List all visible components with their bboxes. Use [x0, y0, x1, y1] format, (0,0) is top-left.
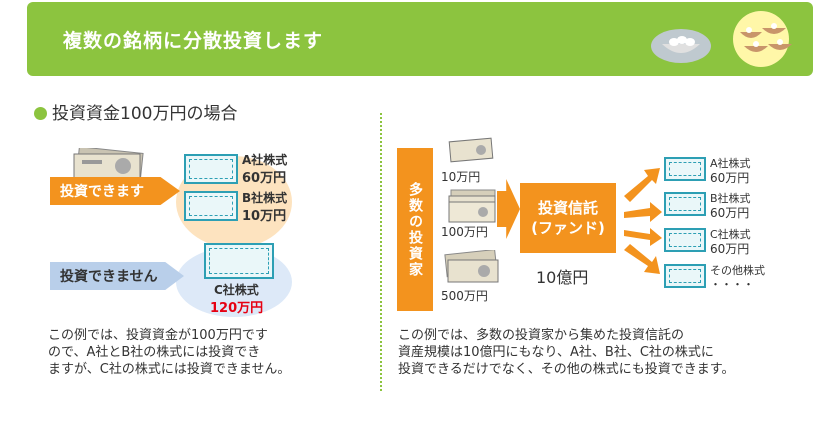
cert-amount: 60万円 — [710, 171, 750, 185]
stock-certificate-icon — [664, 228, 706, 252]
cert-label: C社株式 — [710, 228, 751, 241]
flow-arrow-icon — [497, 179, 520, 239]
cert-label: B社株式 — [710, 192, 751, 205]
money-label: 500万円 — [441, 289, 488, 303]
banknote-stack-icon — [448, 189, 496, 223]
fund-amount: 10億円 — [536, 268, 589, 287]
egg-baskets-icon — [733, 11, 792, 67]
cert-amount: 60万円 — [242, 171, 287, 186]
fund-box: 投資信託 (ファンド) — [520, 183, 616, 253]
fund-subtitle: (ファンド) — [531, 219, 605, 237]
cert-amount: ・・・・ — [710, 278, 754, 291]
stock-certificate-icon — [184, 191, 238, 221]
stock-certificate-icon — [184, 154, 238, 184]
cert-label: C社株式 — [214, 283, 259, 297]
cert-label: A社株式 — [242, 153, 288, 167]
cert-label: その他株式 — [710, 264, 765, 277]
banknote-stack-icon — [444, 250, 499, 283]
banknote-icon — [448, 137, 494, 163]
left-description: この例では、投資資金が100万円です ので、A社とB社の株式には投資でき ますが… — [48, 328, 291, 377]
money-label: 100万円 — [441, 225, 488, 239]
distribution-arrows-icon — [624, 168, 662, 274]
banknote-stack-icon — [73, 148, 144, 179]
right-description: この例では、多数の投資家から集めた投資信託の 資産規模は10億円にもなり、A社、… — [398, 328, 735, 377]
not-investable-arrow: 投資できません — [50, 262, 184, 290]
fund-title: 投資信託 — [537, 199, 598, 217]
stock-certificate-icon — [204, 243, 274, 279]
section-title: 投資資金100万円の場合 — [34, 99, 237, 124]
cert-label: B社株式 — [242, 191, 288, 205]
cert-amount: 60万円 — [710, 206, 750, 220]
stock-certificate-icon — [664, 157, 706, 181]
cert-amount: 60万円 — [710, 242, 750, 256]
stock-certificate-icon — [664, 264, 706, 288]
egg-basket-icon — [651, 29, 711, 63]
banner-title: 複数の銘柄に分散投資します — [63, 30, 324, 52]
money-label: 10万円 — [441, 170, 481, 184]
bullet-dot-icon — [34, 107, 47, 120]
cert-amount: 10万円 — [242, 209, 287, 224]
stock-certificate-icon — [664, 192, 706, 216]
divider — [380, 113, 382, 391]
cert-amount: 120万円 — [210, 301, 264, 316]
cert-label: A社株式 — [710, 157, 751, 170]
investors-box: 多数の投資家 — [397, 148, 433, 311]
investable-arrow: 投資できます — [50, 177, 180, 205]
